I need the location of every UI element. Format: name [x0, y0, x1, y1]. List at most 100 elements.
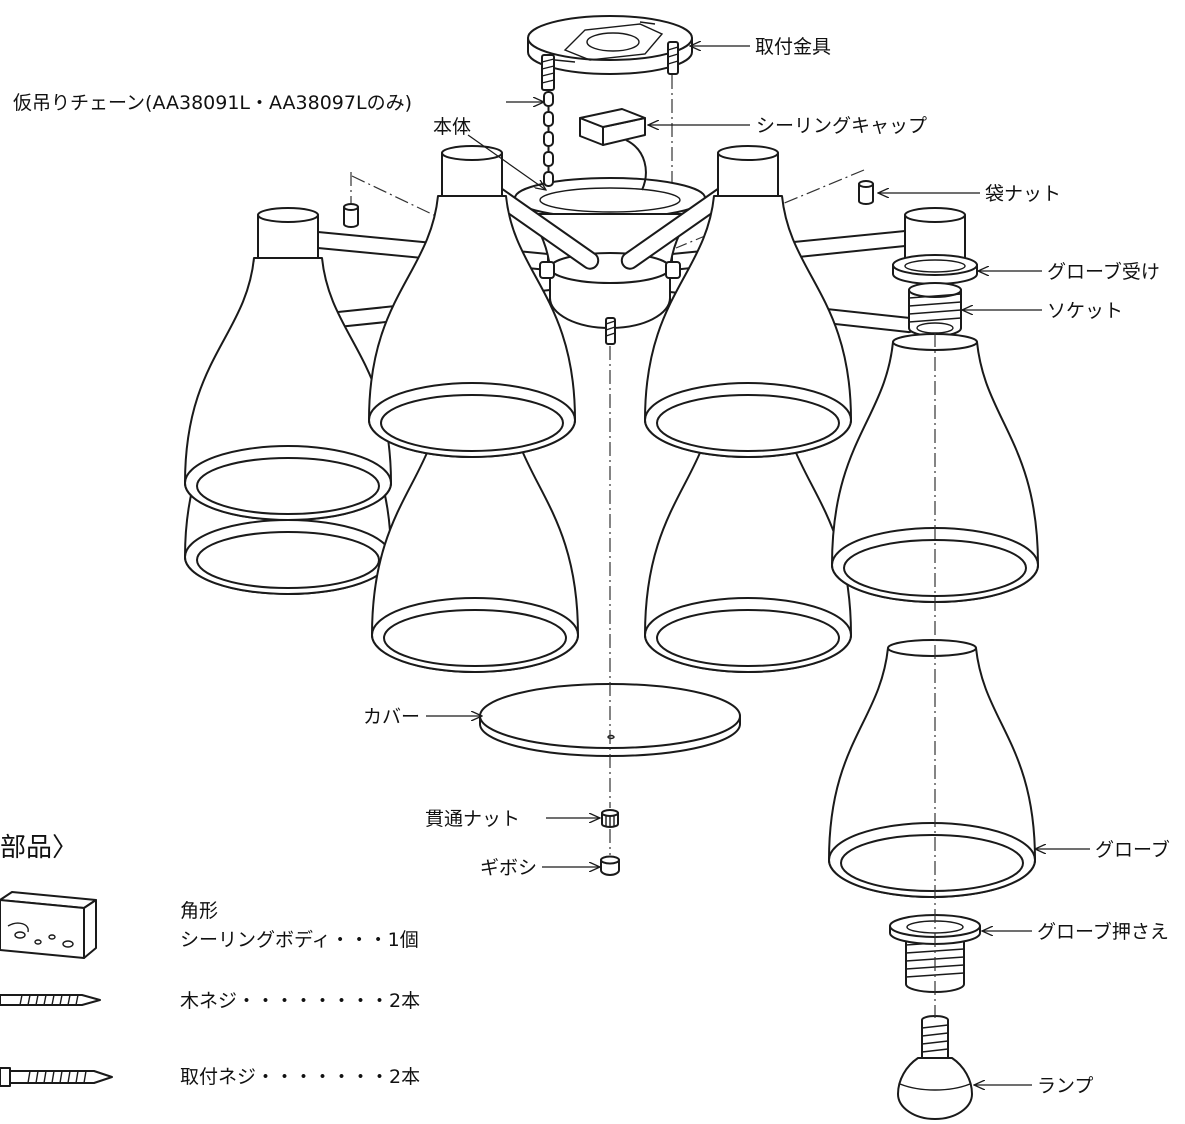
lamp-glass-seam	[899, 1083, 971, 1091]
chain-link	[543, 111, 554, 127]
finial	[600, 855, 620, 876]
chain-link	[543, 131, 554, 147]
leader-lines	[426, 46, 1090, 1085]
through-nut-knurl	[605, 815, 615, 827]
accessory-mounting-screw: 取付ネジ・・・・・・・2本	[180, 1066, 420, 1088]
ceiling-cap-cable	[625, 139, 647, 191]
lamp-base-threads	[921, 1024, 949, 1053]
globe-front-right-lower-opening	[656, 609, 840, 667]
bracket-screw-left-threads	[541, 58, 555, 84]
globe-left-upper	[184, 207, 392, 521]
mounting-screw-threads	[27, 1070, 87, 1084]
socket-top	[908, 282, 962, 298]
label-mounting-bracket: 取付金具	[755, 36, 831, 58]
globe-front-left-lower-opening	[383, 609, 567, 667]
wood-screw-drawing	[0, 994, 101, 1006]
globe-front-right-cup-top	[717, 145, 779, 161]
ceiling-body-slot	[7, 922, 29, 933]
globe-left-upper-cup-top	[257, 207, 319, 223]
wood-screw-shaft	[0, 994, 101, 1006]
globe-holder-ring-hole	[904, 259, 966, 273]
cap-nut-right-top	[858, 180, 874, 188]
mounting-screw-head	[0, 1067, 11, 1087]
label-cap-nut: 袋ナット	[985, 183, 1061, 205]
ceiling-body-front	[0, 899, 85, 959]
temporary-chain	[543, 91, 554, 187]
center-stud-threads	[605, 320, 616, 337]
lamp-bulb	[897, 1015, 973, 1120]
label-temp-chain: 仮吊りチェーン(AA38091L・AA38097Lのみ)	[13, 92, 412, 114]
through-nut-top	[601, 809, 619, 817]
ceiling-body-drawing	[0, 891, 97, 959]
right-lamp-holder-stack	[892, 207, 978, 337]
ceiling-cap	[579, 108, 647, 191]
accessory-ceiling-body-line2: シーリングボディ・・・1個	[180, 929, 419, 951]
globes-mid	[184, 207, 392, 521]
mounting-screw-drawing	[0, 1067, 113, 1087]
label-through-nut: 貫通ナット	[425, 808, 520, 830]
accessories-section: 部品〉 角形 シーリングボディ・・・1個 木ネジ・・・・・・・・2本 取付ネジ・…	[0, 833, 420, 1088]
ceiling-cap-top	[579, 108, 646, 128]
chain-link	[543, 171, 554, 187]
globes-front	[368, 145, 852, 458]
body-arm-socket-left	[539, 261, 555, 279]
label-finial: ギボシ	[480, 857, 537, 879]
accessory-ceiling-body-line1: 角形	[180, 900, 218, 922]
socket-threads	[908, 293, 962, 323]
label-globe-holder: グローブ受け	[1047, 260, 1160, 283]
globe-spare-top-opening	[887, 639, 977, 657]
chain-link	[543, 91, 554, 107]
mounting-bracket	[527, 15, 693, 91]
label-ceiling-cap: シーリングキャップ	[756, 115, 927, 137]
arm-front-left	[487, 185, 600, 270]
leader-body	[467, 134, 546, 190]
globe-front-right-lower	[644, 399, 852, 673]
cap-nut-left-top	[343, 203, 359, 211]
globe-front-left-opening	[380, 394, 564, 452]
bracket-screw-right-threads	[667, 46, 679, 65]
body-disc-ring	[539, 187, 681, 213]
globe-front-left	[368, 145, 576, 458]
bracket-disc-top	[527, 15, 693, 61]
bracket-screw-right	[667, 41, 679, 75]
globe-spare	[828, 639, 1036, 898]
cover-center-hole	[607, 734, 615, 740]
right-cup-top	[904, 207, 966, 223]
globe-front-left-cup-top	[441, 145, 503, 161]
finial-top	[600, 855, 620, 865]
bracket-plate-hole	[586, 32, 640, 52]
globes-exploded	[828, 333, 1039, 898]
accessory-wood-screw: 木ネジ・・・・・・・・2本	[180, 990, 420, 1012]
bracket-plate	[563, 23, 664, 61]
center-stud	[605, 317, 616, 345]
ceiling-body-hole	[62, 940, 74, 948]
globe-front-left-lower	[371, 399, 579, 673]
body-arm-socket-right	[665, 261, 681, 279]
label-globe: グローブ	[1095, 838, 1170, 861]
lamp-base	[921, 1015, 949, 1059]
chain-link	[543, 151, 554, 167]
main-body	[487, 177, 733, 329]
ceiling-body-hole	[48, 934, 56, 940]
cap-nuts	[343, 180, 874, 345]
bracket-slot-left	[554, 21, 656, 63]
accessories-heading: 部品〉	[0, 833, 78, 863]
arm-front-right	[620, 185, 733, 270]
globe-spare-opening	[840, 834, 1024, 892]
globe-front-right-opening	[656, 394, 840, 452]
part-labels: 取付金具 仮吊りチェーン(AA38091L・AA38097Lのみ) 本体 シーリ…	[13, 36, 1170, 1097]
label-lamp: ランプ	[1037, 1075, 1093, 1097]
globe-left-lower-opening	[196, 531, 380, 589]
assembly-guide-lines-front	[609, 333, 936, 1018]
cap-nut-left	[343, 206, 359, 228]
globe-front-right	[644, 145, 852, 458]
ceiling-body-hole	[14, 931, 26, 939]
label-socket: ソケット	[1047, 300, 1123, 322]
ceiling-body-hole	[34, 939, 42, 945]
globe-retainer	[889, 914, 981, 993]
globe-left-upper-opening	[196, 457, 380, 515]
through-nut	[601, 809, 619, 828]
cap-nut-right	[858, 183, 874, 205]
body-hub-ring	[549, 252, 671, 284]
